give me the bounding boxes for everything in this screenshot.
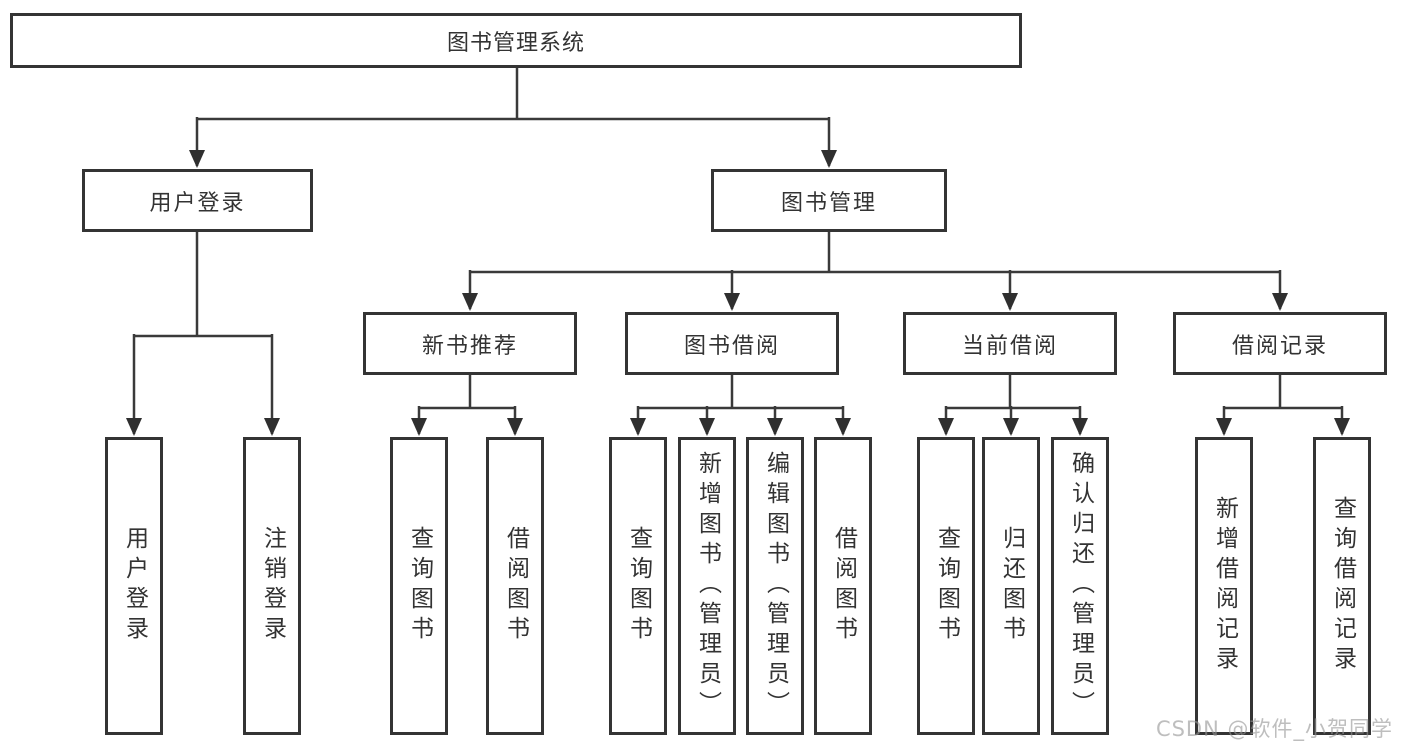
node-current-borrow-label: 当前借阅 xyxy=(961,333,1058,359)
node-borrow-records-label: 借阅记录 xyxy=(1231,333,1328,359)
leaf-recommend-query-books: 查询图书 xyxy=(390,437,448,735)
leaf-edit-books-admin: 编辑图书（管理员） xyxy=(746,437,804,735)
leaf-return-books: 归还图书 xyxy=(982,437,1040,735)
leaf-return-books-label: 归还图书 xyxy=(998,526,1025,646)
leaf-user-login-label: 用户登录 xyxy=(121,526,148,646)
leaf-current-query-books-label: 查询图书 xyxy=(933,526,960,646)
node-new-book-recommend: 新书推荐 xyxy=(363,312,577,375)
connector-root-to-level2 xyxy=(189,68,837,168)
leaf-recommend-query-books-label: 查询图书 xyxy=(406,526,433,646)
csdn-watermark: CSDN @软件_小贺同学 xyxy=(1155,717,1393,741)
node-user-login: 用户登录 xyxy=(82,169,313,232)
leaf-add-borrow-record: 新增借阅记录 xyxy=(1195,437,1253,735)
leaf-query-borrow-record: 查询借阅记录 xyxy=(1313,437,1371,735)
leaf-add-books-admin-label: 新增图书（管理员） xyxy=(694,451,721,721)
node-new-book-recommend-label: 新书推荐 xyxy=(421,333,518,359)
leaf-borrow-query-books: 查询图书 xyxy=(609,437,667,735)
node-book-borrow: 图书借阅 xyxy=(625,312,839,375)
connector-borrow-records-children xyxy=(1216,375,1350,436)
leaf-logout-label: 注销登录 xyxy=(259,526,286,646)
leaf-recommend-borrow-books-label: 借阅图书 xyxy=(502,526,529,646)
leaf-add-books-admin: 新增图书（管理员） xyxy=(678,437,736,735)
node-borrow-records: 借阅记录 xyxy=(1173,312,1387,375)
node-book-management: 图书管理 xyxy=(711,169,947,232)
leaf-borrow-books: 借阅图书 xyxy=(814,437,872,735)
leaf-edit-books-admin-label: 编辑图书（管理员） xyxy=(762,451,789,721)
leaf-borrow-books-label: 借阅图书 xyxy=(830,526,857,646)
leaf-recommend-borrow-books: 借阅图书 xyxy=(486,437,544,735)
leaf-current-query-books: 查询图书 xyxy=(917,437,975,735)
connector-book-mgmt-modules xyxy=(462,232,1288,311)
leaf-confirm-return-admin-label: 确认归还（管理员） xyxy=(1067,451,1094,721)
node-current-borrow: 当前借阅 xyxy=(903,312,1117,375)
connector-current-borrow-children xyxy=(938,375,1088,436)
connector-book-borrow-children xyxy=(630,375,851,436)
node-book-management-label: 图书管理 xyxy=(780,190,877,216)
leaf-confirm-return-admin: 确认归还（管理员） xyxy=(1051,437,1109,735)
connector-new-book-children xyxy=(411,375,523,436)
node-book-borrow-label: 图书借阅 xyxy=(683,333,780,359)
node-root: 图书管理系统 xyxy=(10,13,1022,68)
leaf-query-borrow-record-label: 查询借阅记录 xyxy=(1329,496,1356,676)
leaf-add-borrow-record-label: 新增借阅记录 xyxy=(1211,496,1238,676)
node-user-login-label: 用户登录 xyxy=(149,190,246,216)
leaf-user-login: 用户登录 xyxy=(105,437,163,735)
leaf-logout: 注销登录 xyxy=(243,437,301,735)
connector-user-login-children xyxy=(126,232,280,436)
node-root-label: 图书管理系统 xyxy=(446,30,585,56)
leaf-borrow-query-books-label: 查询图书 xyxy=(625,526,652,646)
